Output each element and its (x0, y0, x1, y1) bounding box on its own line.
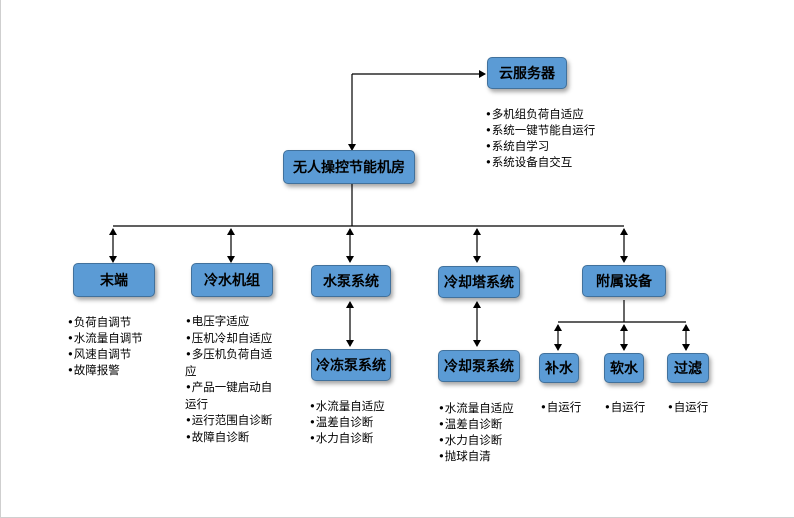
filter-node: 过滤 (667, 353, 709, 383)
root-node: 无人操控节能机房 (283, 150, 415, 184)
feature-item: 水力自诊断 (438, 432, 514, 448)
feature-item: 负荷自调节 (67, 314, 143, 330)
cloud-server-node: 云服务器 (487, 57, 567, 89)
soft-water-node: 软水 (604, 353, 644, 383)
cloud-server-features: 多机组负荷自适应 系统一键节能自运行 系统自学习 系统设备自交互 (485, 106, 596, 170)
feature-item: 温差自诊断 (309, 414, 385, 430)
chilled-pump-node: 冷冻泵系统 (311, 349, 391, 381)
cooling-pump-features: 水流量自适应 温差自诊断 水力自诊断 抛球自清 (438, 400, 514, 464)
feature-item: 电压字适应 (185, 313, 281, 330)
makeup-water-node: 补水 (539, 353, 579, 383)
feature-item: 自运行 (604, 399, 646, 415)
terminal-node: 末端 (73, 263, 155, 297)
terminal-features: 负荷自调节 水流量自调节 风速自调节 故障报警 (67, 314, 143, 378)
feature-item: 多机组负荷自适应 (485, 106, 595, 122)
feature-item: 系统设备自交互 (485, 154, 595, 170)
makeup-water-features: 自运行 (540, 399, 582, 415)
feature-item: 多压机负荷自适应 (185, 346, 281, 379)
cooling-tower-node: 冷却塔系统 (438, 266, 520, 298)
soft-water-features: 自运行 (604, 399, 646, 415)
feature-item: 自运行 (667, 399, 709, 415)
feature-item: 温差自诊断 (438, 416, 514, 432)
feature-item: 自运行 (540, 399, 582, 415)
chilled-pump-features: 水流量自适应 温差自诊断 水力自诊断 (309, 398, 385, 446)
feature-item: 风速自调节 (67, 346, 143, 362)
feature-item: 故障报警 (67, 362, 143, 378)
feature-item: 产品一键启动自运行 (185, 379, 281, 412)
feature-item: 水力自诊断 (309, 430, 385, 446)
aux-equipment-node: 附属设备 (582, 265, 666, 297)
filter-features: 自运行 (667, 399, 709, 415)
chiller-node: 冷水机组 (191, 263, 273, 297)
feature-item: 抛球自清 (438, 448, 514, 464)
feature-item: 故障自诊断 (185, 429, 281, 446)
chiller-features: 电压字适应 压机冷却自适应 多压机负荷自适应 产品一键启动自运行 运行范围自诊断… (185, 313, 281, 445)
pump-system-node: 水泵系统 (311, 265, 391, 297)
feature-item: 系统一键节能自运行 (485, 122, 596, 138)
feature-item: 水流量自适应 (438, 400, 514, 416)
feature-item: 压机冷却自适应 (185, 330, 281, 347)
feature-item: 水流量自调节 (67, 330, 143, 346)
feature-item: 系统自学习 (485, 138, 595, 154)
feature-item: 运行范围自诊断 (185, 412, 281, 429)
cooling-pump-node: 冷却泵系统 (438, 350, 520, 382)
feature-item: 水流量自适应 (309, 398, 385, 414)
